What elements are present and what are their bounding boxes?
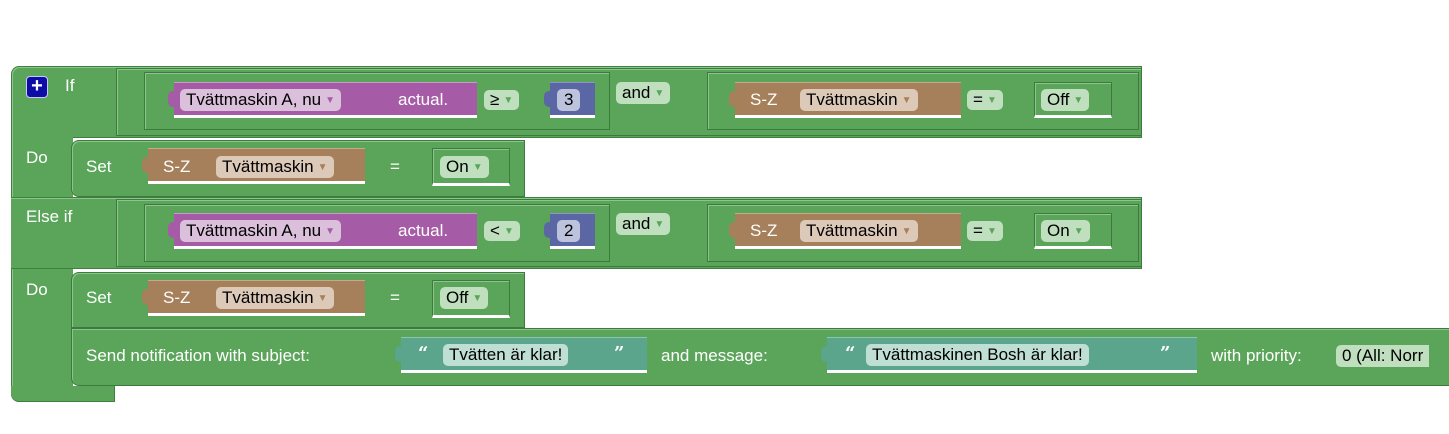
plus-icon[interactable]: +: [26, 76, 48, 98]
else-if-label: Else if: [26, 207, 73, 226]
logic-dropdown[interactable]: and▼: [616, 82, 671, 104]
state-device-dropdown[interactable]: Tvättmaskin▼: [800, 220, 918, 242]
priority-dropdown[interactable]: 0 (All: Norr: [1336, 345, 1430, 367]
device-prefix-label: S-Z: [163, 288, 191, 307]
do-label: Do: [26, 280, 48, 299]
state-device-block[interactable]: [735, 213, 961, 249]
equals-label: =: [390, 157, 400, 176]
number-field[interactable]: 2: [557, 220, 581, 242]
message-label: and message:: [661, 346, 768, 365]
set-label: Set: [86, 288, 112, 307]
do-label: Do: [26, 148, 48, 167]
message-field[interactable]: Tvättmaskinen Bosh är klar!: [866, 344, 1089, 366]
set-label: Set: [86, 157, 112, 176]
priority-label: with priority:: [1211, 346, 1302, 365]
operator-dropdown[interactable]: <▼: [484, 221, 520, 241]
state-dropdown[interactable]: Off▼: [1041, 89, 1090, 111]
logic-dropdown[interactable]: and▼: [616, 213, 671, 235]
device-prefix-label: S-Z: [750, 90, 778, 109]
number-field[interactable]: 3: [557, 89, 581, 111]
operator-dropdown[interactable]: ≥▼: [484, 90, 520, 110]
close-quote-icon: ”: [1160, 343, 1171, 364]
if-block-footer: [11, 386, 115, 402]
close-quote-icon: ”: [614, 343, 625, 364]
set-device-dropdown[interactable]: Tvättmaskin▼: [216, 156, 334, 178]
device-dropdown[interactable]: Tvättmaskin A, nu▼: [180, 89, 342, 111]
notification-label: Send notification with subject:: [86, 346, 310, 365]
state-device-dropdown[interactable]: Tvättmaskin▼: [800, 89, 918, 111]
set-device-dropdown[interactable]: Tvättmaskin▼: [216, 287, 334, 309]
notification-block[interactable]: [71, 328, 1449, 386]
if-label: If: [65, 76, 75, 95]
device-suffix-label: actual.: [398, 221, 449, 240]
device-prefix-label: S-Z: [750, 221, 778, 240]
device-prefix-label: S-Z: [163, 157, 191, 176]
set-value-dropdown[interactable]: On▼: [440, 156, 489, 178]
subject-field[interactable]: Tvätten är klar!: [443, 344, 569, 366]
device-dropdown[interactable]: Tvättmaskin A, nu▼: [180, 220, 342, 242]
state-dropdown[interactable]: On▼: [1041, 220, 1090, 242]
if-block-spine: [11, 136, 73, 402]
compare-dropdown[interactable]: =▼: [967, 90, 1003, 110]
set-value-dropdown[interactable]: Off▼: [440, 287, 489, 309]
equals-label: =: [390, 288, 400, 307]
open-quote-icon: “: [418, 343, 429, 364]
open-quote-icon: “: [845, 343, 856, 364]
device-suffix-label: actual.: [398, 90, 449, 109]
compare-dropdown[interactable]: =▼: [967, 221, 1003, 241]
